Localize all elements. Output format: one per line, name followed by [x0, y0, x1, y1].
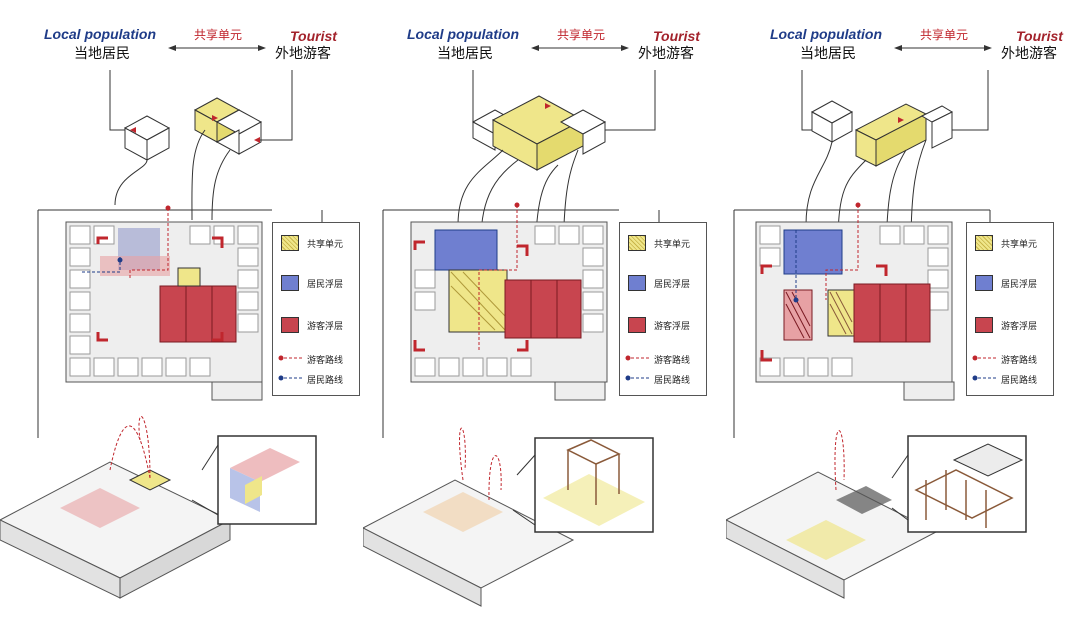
shared-unit-swatch — [281, 235, 299, 251]
tourist-label-en: Tourist — [653, 28, 700, 44]
route-line-icons — [278, 355, 303, 381]
resident-layer-swatch — [281, 275, 299, 291]
route-line-icons — [625, 355, 650, 381]
legend-tourist-route: 游客路线 — [654, 356, 691, 366]
shared-unit-swatch — [628, 235, 646, 251]
axon-view — [0, 461, 232, 599]
tourist-label-en: Tourist — [290, 28, 337, 44]
legend: 共享单元 居民浮层 游客浮层 游客路线 居民路线 — [272, 222, 360, 396]
scheme-1-drawing — [0, 45, 323, 599]
tourist-label-cn: 外地游客 — [638, 46, 694, 62]
legend: 共享单元 居民浮层 游客浮层 游客路线 居民路线 — [966, 222, 1054, 396]
legend-resident-route: 居民路线 — [1001, 376, 1038, 386]
legend-shared-unit: 共享单元 — [307, 240, 344, 250]
shared-unit-label: 共享单元 — [194, 28, 243, 42]
local-cube — [810, 100, 854, 143]
route-line-icons — [972, 355, 997, 381]
legend-shared-unit: 共享单元 — [654, 240, 691, 250]
legend: 共享单元 居民浮层 游客浮层 游客路线 居民路线 — [619, 222, 707, 396]
legend-resident-layer: 居民浮层 — [1001, 280, 1038, 290]
panel-scheme-2: Local population 当地居民 共享单元 Tourist 外地游客 — [363, 0, 726, 630]
legend-resident-layer: 居民浮层 — [307, 280, 344, 290]
legend-tourist-layer: 游客浮层 — [654, 322, 691, 332]
local-population-label-en: Local population — [407, 26, 519, 42]
tourist-label-cn: 外地游客 — [1001, 46, 1057, 62]
scheme-2-drawing — [363, 45, 660, 607]
axon-view — [363, 479, 575, 607]
tourist-label-cn: 外地游客 — [275, 46, 331, 62]
resident-layer-swatch — [975, 275, 993, 291]
shared-unit-label: 共享单元 — [920, 28, 969, 42]
legend-tourist-route: 游客路线 — [1001, 356, 1038, 366]
tourist-layer-swatch — [281, 317, 299, 333]
local-population-label-en: Local population — [770, 26, 882, 42]
local-population-label-cn: 当地居民 — [800, 46, 856, 62]
local-population-label-cn: 当地居民 — [74, 46, 130, 62]
header-labels: Local population 当地居民 共享单元 Tourist 外地游客 — [363, 26, 726, 66]
legend-shared-unit: 共享单元 — [1001, 240, 1038, 250]
tourist-label-en: Tourist — [1016, 28, 1063, 44]
legend-tourist-layer: 游客浮层 — [307, 322, 344, 332]
header-labels: Local population 当地居民 共享单元 Tourist 外地游客 — [0, 26, 363, 66]
tourist-layer-swatch — [628, 317, 646, 333]
tourist-layer-swatch — [975, 317, 993, 333]
legend-resident-route: 居民路线 — [654, 376, 691, 386]
local-population-label-en: Local population — [44, 26, 156, 42]
resident-layer-swatch — [628, 275, 646, 291]
shared-unit-label: 共享单元 — [557, 28, 606, 42]
shared-cube — [193, 97, 263, 155]
panel-scheme-1: Local population 当地居民 共享单元 Tourist 外地游客 — [0, 0, 363, 630]
legend-resident-route: 居民路线 — [307, 376, 344, 386]
local-population-label-cn: 当地居民 — [437, 46, 493, 62]
scheme-3-drawing — [726, 45, 1027, 599]
shared-block — [854, 103, 954, 167]
legend-tourist-route: 游客路线 — [307, 356, 344, 366]
panel-scheme-3: Local population 当地居民 共享单元 Tourist 外地游客 — [726, 0, 1089, 630]
legend-tourist-layer: 游客浮层 — [1001, 322, 1038, 332]
legend-resident-layer: 居民浮层 — [654, 280, 691, 290]
local-cube — [123, 115, 171, 161]
header-labels: Local population 当地居民 共享单元 Tourist 外地游客 — [726, 26, 1089, 66]
merged-shared-block — [471, 95, 607, 171]
shared-unit-swatch — [975, 235, 993, 251]
